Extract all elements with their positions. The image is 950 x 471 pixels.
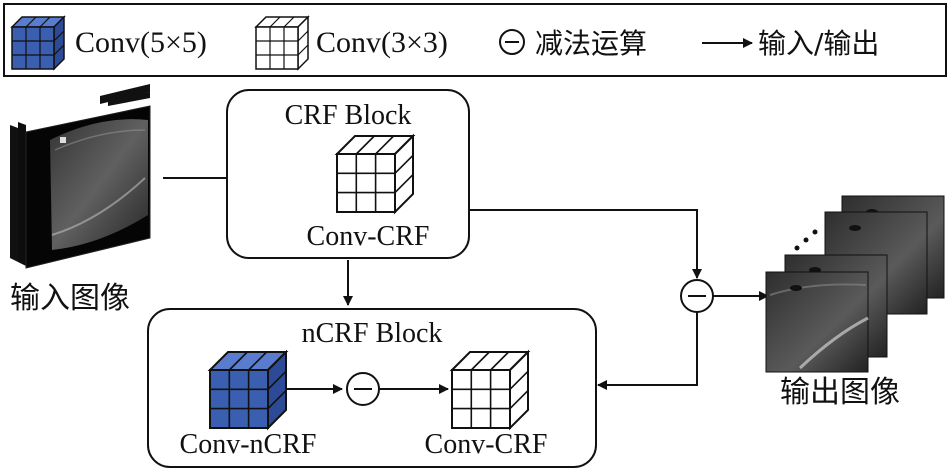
ncrf-block: nCRF Block Conv-nCRF	[147, 308, 597, 468]
output-subtract-icon	[680, 279, 714, 313]
crf-block: CRF Block Conv-CRF	[226, 89, 470, 259]
ncrf-white-cube-icon	[449, 349, 531, 431]
conv3-cube-icon	[254, 15, 310, 71]
ncrf-conv1-label: Conv-nCRF	[180, 429, 317, 460]
crf-block-title: CRF Block	[285, 100, 412, 131]
legend-conv3-label: Conv(3×3)	[316, 26, 448, 59]
ncrf-subtract-icon	[346, 372, 380, 406]
output-image-stack	[765, 195, 945, 373]
legend-conv5-label: Conv(5×5)	[75, 26, 207, 59]
ncrf-conv2-label: Conv-CRF	[425, 429, 548, 460]
input-image-stack	[10, 84, 151, 269]
crf-conv-label: Conv-CRF	[307, 221, 430, 252]
subtract-icon	[499, 29, 525, 55]
ncrf-blue-cube-icon	[207, 349, 289, 431]
legend-io-label: 输入/输出	[758, 27, 879, 60]
legend-frame	[3, 3, 947, 77]
legend: Conv(5×5) Conv(3×3) 减法运算 输入/输出	[3, 3, 947, 77]
subtract-to-ncrf-arrow	[597, 312, 698, 390]
conv5-cube-icon	[10, 15, 66, 71]
input-image-label: 输入图像	[10, 281, 130, 316]
crf-to-subtract-arrow	[469, 209, 702, 279]
legend-subtract-label: 减法运算	[535, 27, 647, 60]
ncrf-block-title: nCRF Block	[302, 318, 443, 349]
crf-conv-cube-icon	[334, 133, 416, 215]
output-image-label: 输出图像	[780, 375, 900, 410]
